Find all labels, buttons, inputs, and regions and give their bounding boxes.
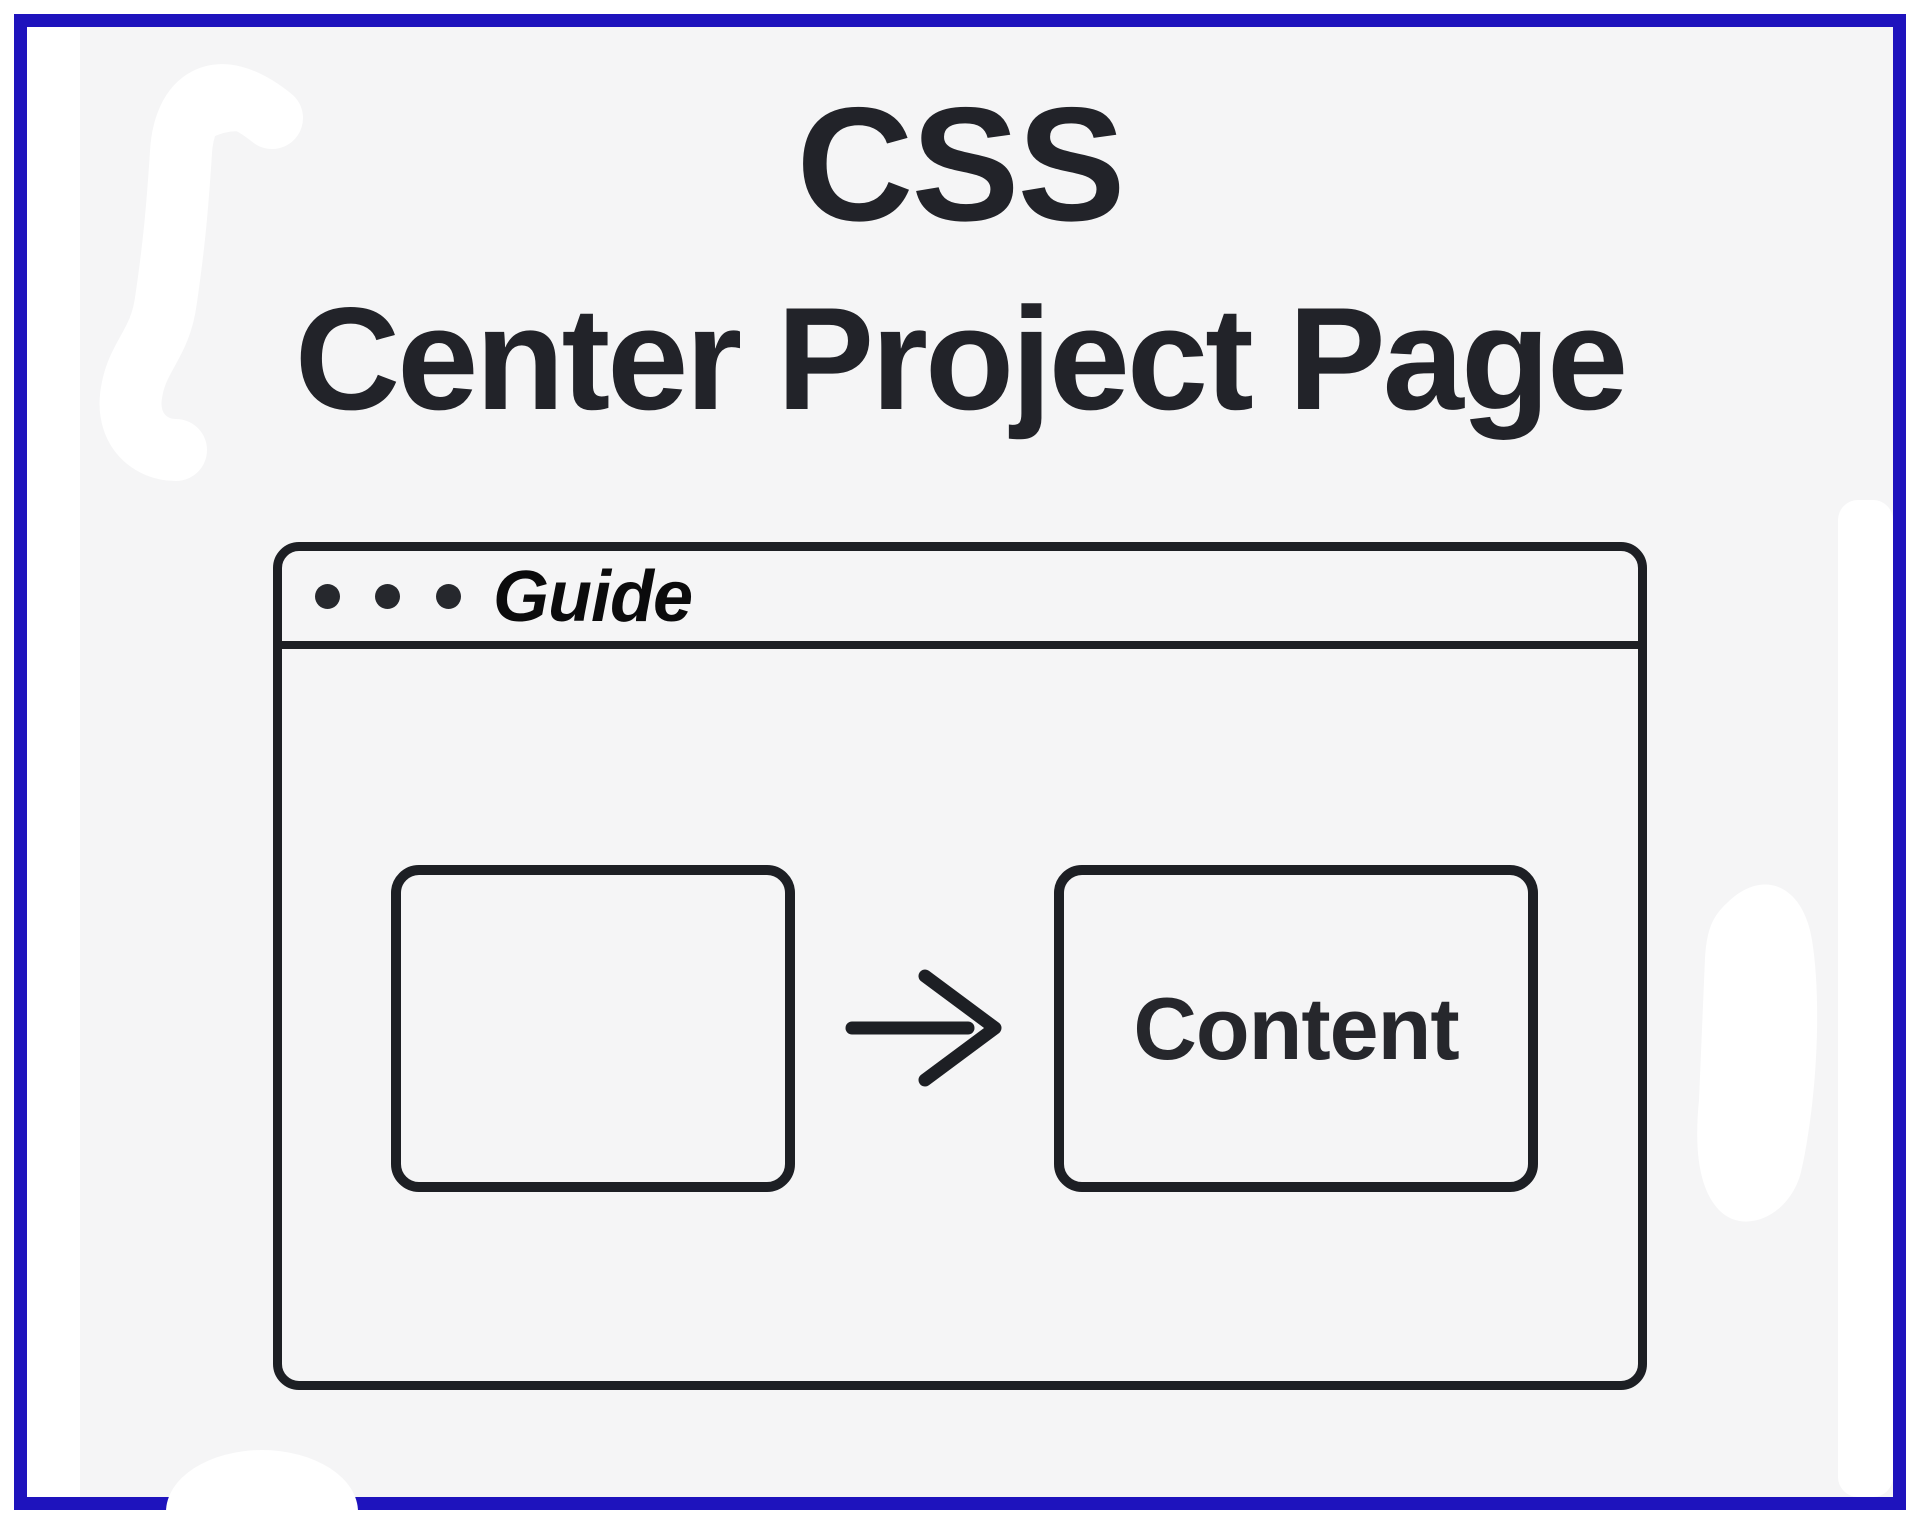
window-title-label: Guide [493,557,693,637]
page-subtitle: Center Project Page [294,277,1629,440]
content-box: Content [1054,865,1538,1192]
browser-window-mockup: Guide Content [273,542,1647,1390]
empty-source-box [391,865,795,1192]
content-box-label: Content [1133,978,1459,1078]
window-dot [436,584,461,609]
right-arrow-icon [845,969,1002,1087]
window-titlebar: Guide [282,551,1638,649]
window-dot [315,584,340,609]
window-dot [375,584,400,609]
page-border-frame [14,14,1906,1510]
page-title: CSS [796,74,1125,255]
